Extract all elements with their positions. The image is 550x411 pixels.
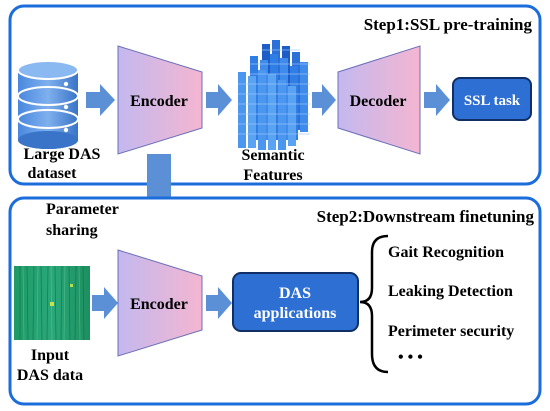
parameter-sharing-label-line1: Parameter (46, 201, 119, 218)
arrow-input-to-encoder (92, 287, 118, 319)
arrow-db-to-encoder (86, 84, 115, 116)
database-icon (17, 60, 79, 149)
encoder-1 (117, 45, 203, 155)
semantic-features-icon (238, 40, 310, 150)
encoder-1-label: Encoder (130, 93, 188, 110)
task-gait-recognition: Gait Recognition (388, 244, 504, 261)
dataset-label-line2: dataset (28, 165, 78, 182)
applications-label-line2: applications (254, 305, 337, 322)
step2-title: Step2:Downstream finetuning (317, 207, 535, 226)
arrow-features-to-decoder (312, 84, 336, 116)
applications-label-line1: DAS (279, 285, 311, 302)
step1-title: Step1:SSL pre-training (364, 15, 533, 34)
parameter-sharing-label-line2: sharing (46, 222, 98, 239)
brace-icon (359, 234, 389, 374)
task-perimeter-security: Perimeter security (388, 323, 514, 340)
encoder-2 (117, 249, 203, 357)
features-label-line1: Semantic (241, 147, 304, 164)
decoder (337, 45, 421, 155)
arrow-encoder-to-features (206, 84, 232, 116)
ssl-task-box (452, 77, 532, 121)
encoder-2-label: Encoder (130, 296, 188, 313)
features-label-line2: Features (243, 167, 302, 184)
input-label-line1: Input (31, 347, 70, 364)
das-data-image (14, 265, 90, 341)
input-label-line2: DAS data (17, 367, 83, 384)
decoder-label: Decoder (350, 93, 407, 110)
das-applications-box (232, 272, 359, 332)
ssl-task-label: SSL task (464, 93, 521, 109)
task-ellipsis: • • • (398, 349, 423, 366)
arrow-decoder-to-ssl (424, 84, 450, 116)
arrow-encoder-to-applications (206, 287, 232, 319)
dataset-label-line1: Large DAS (24, 146, 101, 163)
task-leaking-detection: Leaking Detection (388, 283, 513, 300)
